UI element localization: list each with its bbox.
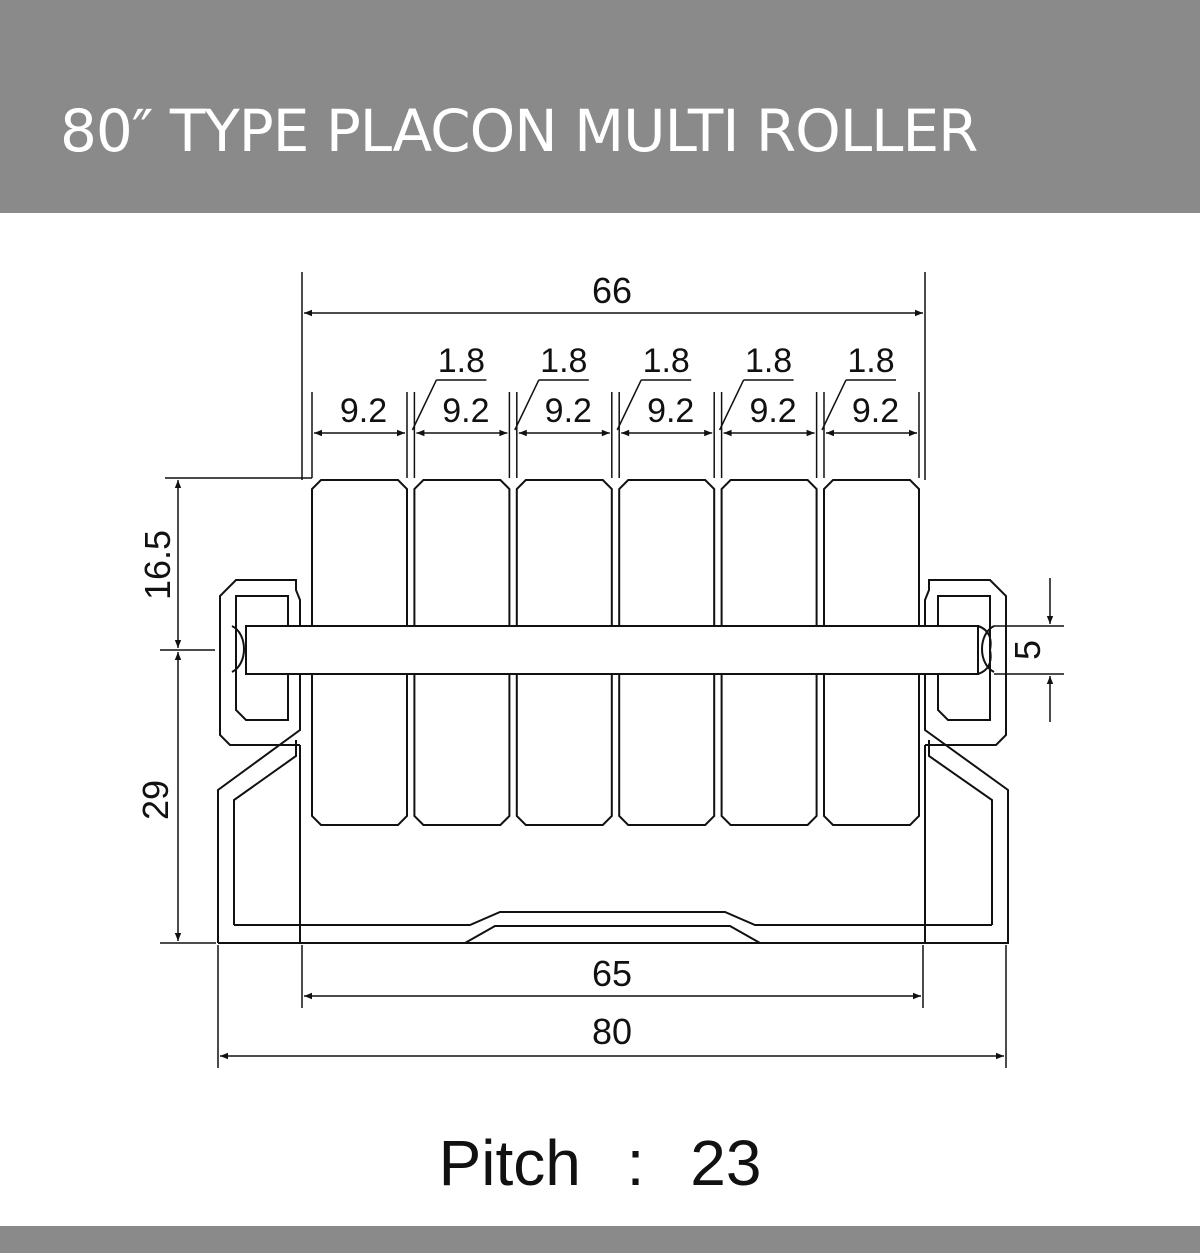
- roller-dimension-lines: [311, 379, 920, 478]
- roller-gap-label: 1.8: [540, 342, 587, 380]
- roller-gap-label: 1.8: [745, 342, 792, 380]
- roller-gap-label: 1.8: [438, 342, 485, 380]
- roller-gap-label: 1.8: [643, 342, 690, 380]
- roller-dimension-labels: 9.2 9.2 1.8 9.2 1.8 9.2 1.8 9.2 1.8 9.2 1.8: [340, 342, 899, 430]
- title-banner: 80″ TYPE PLACON MULTI ROLLER: [0, 0, 1200, 213]
- dim-80-label: 80: [592, 1011, 632, 1052]
- roller-width-label: 9.2: [647, 392, 694, 430]
- pitch-label: Pitch: [438, 1127, 581, 1199]
- dimension-labels: 66 65 80 16.5 29 5: [135, 270, 1048, 1052]
- gap-leader-line: [616, 379, 642, 431]
- gap-leader-line: [514, 379, 540, 431]
- roller-width-label: 9.2: [852, 392, 899, 430]
- dim-29-label: 29: [135, 780, 176, 820]
- roller-gap-label: 1.8: [847, 342, 894, 380]
- footer-bar: [0, 1226, 1200, 1253]
- dim-5-label: 5: [1007, 640, 1048, 660]
- roller-width-label: 9.2: [340, 392, 387, 430]
- shaft: [245, 625, 992, 675]
- pitch-value: 23: [690, 1127, 762, 1199]
- roller-width-label: 9.2: [442, 392, 489, 430]
- dim-65-label: 65: [592, 953, 632, 994]
- gap-leader-line: [821, 379, 847, 431]
- pitch-separator: :: [626, 1127, 645, 1199]
- gap-leader-line: [718, 379, 745, 431]
- dimension-lines: [160, 272, 1064, 1068]
- roller-width-label: 9.2: [545, 392, 592, 430]
- page-title: 80″ TYPE PLACON MULTI ROLLER: [60, 97, 978, 165]
- frame-profile: [217, 579, 1009, 944]
- dim-66-label: 66: [592, 270, 632, 311]
- gap-leader-line: [411, 379, 438, 431]
- roller-cross-section-drawing: 66 65 80 16.5 29 5 9.2 9.2 1.8 9.2 1.8 9.2 1.8…: [135, 270, 1064, 1068]
- roller-width-label: 9.2: [749, 392, 796, 430]
- dim-16-5-label: 16.5: [137, 530, 178, 600]
- pitch-spec: Pitch : 23: [0, 1128, 1200, 1198]
